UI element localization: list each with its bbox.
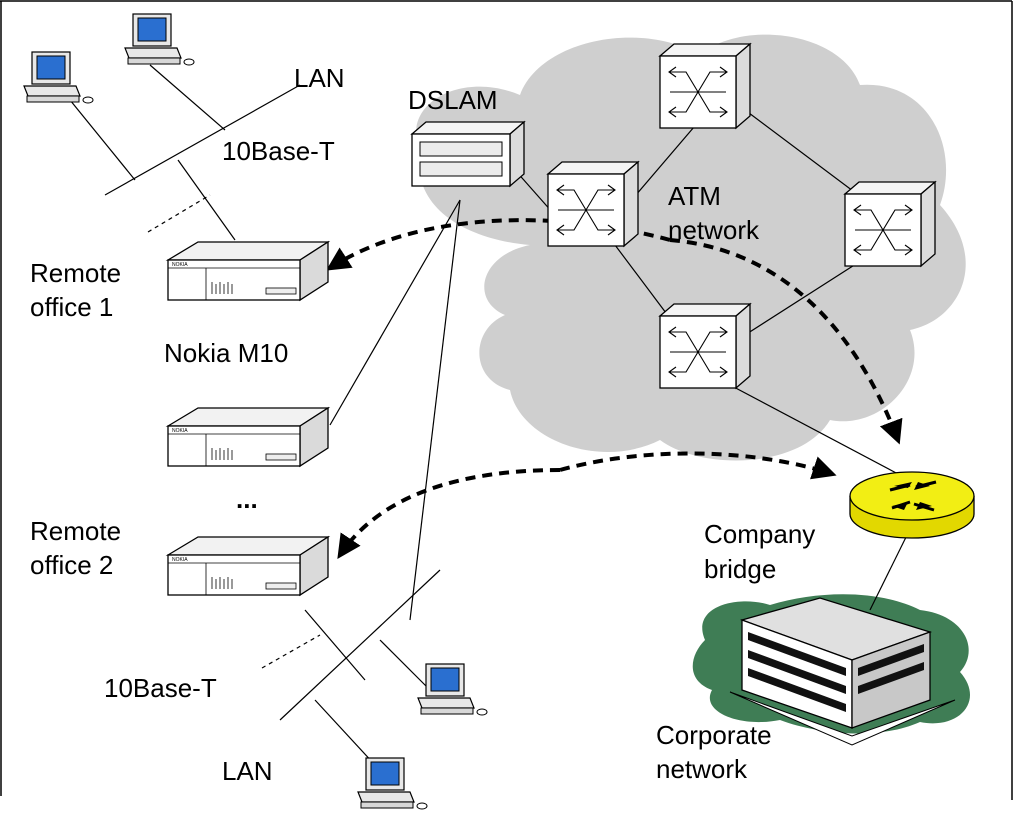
- computer-icon: [23, 51, 94, 104]
- corporate-network-line2: network: [656, 754, 748, 784]
- atm-switch-icon: [659, 43, 751, 129]
- remote-office-2-line2: office 2: [30, 550, 113, 580]
- lan-bottom-label: LAN: [222, 756, 273, 786]
- corporate-network-line1: Corporate: [656, 720, 772, 750]
- atm-switch-icon: [547, 161, 639, 247]
- modem-icon: [167, 407, 329, 467]
- lan-top-label: LAN: [294, 63, 345, 93]
- atm-switch-icon: [659, 303, 751, 389]
- computer-icon: [417, 663, 488, 716]
- atm-label-line2: network: [668, 215, 760, 245]
- data-flow-arrows: [325, 218, 903, 559]
- remote-office-1-line1: Remote: [30, 258, 121, 288]
- company-bridge-line2: bridge: [704, 554, 776, 584]
- device-label: Nokia M10: [164, 338, 288, 368]
- remote-office-1-line2: office 1: [30, 292, 113, 322]
- office-building-icon: [729, 597, 956, 746]
- computer-icon: [357, 757, 428, 810]
- modem-icon: [167, 241, 329, 301]
- tenbase-top-label: 10Base-T: [222, 136, 335, 166]
- atm-label-line1: ATM: [668, 181, 721, 211]
- atm-switch-icon: [844, 181, 936, 267]
- ellipsis-label: ...: [236, 484, 258, 514]
- tenbase-bottom-label: 10Base-T: [104, 673, 217, 703]
- dslam-label: DSLAM: [408, 85, 498, 115]
- computer-icon: [124, 13, 195, 66]
- dslam-icon: [410, 120, 526, 188]
- remote-office-2-line1: Remote: [30, 516, 121, 546]
- modem-icon: [167, 536, 329, 596]
- atm-cloud: [416, 34, 966, 461]
- router-icon: [849, 471, 975, 539]
- company-bridge-line1: Company: [704, 519, 815, 549]
